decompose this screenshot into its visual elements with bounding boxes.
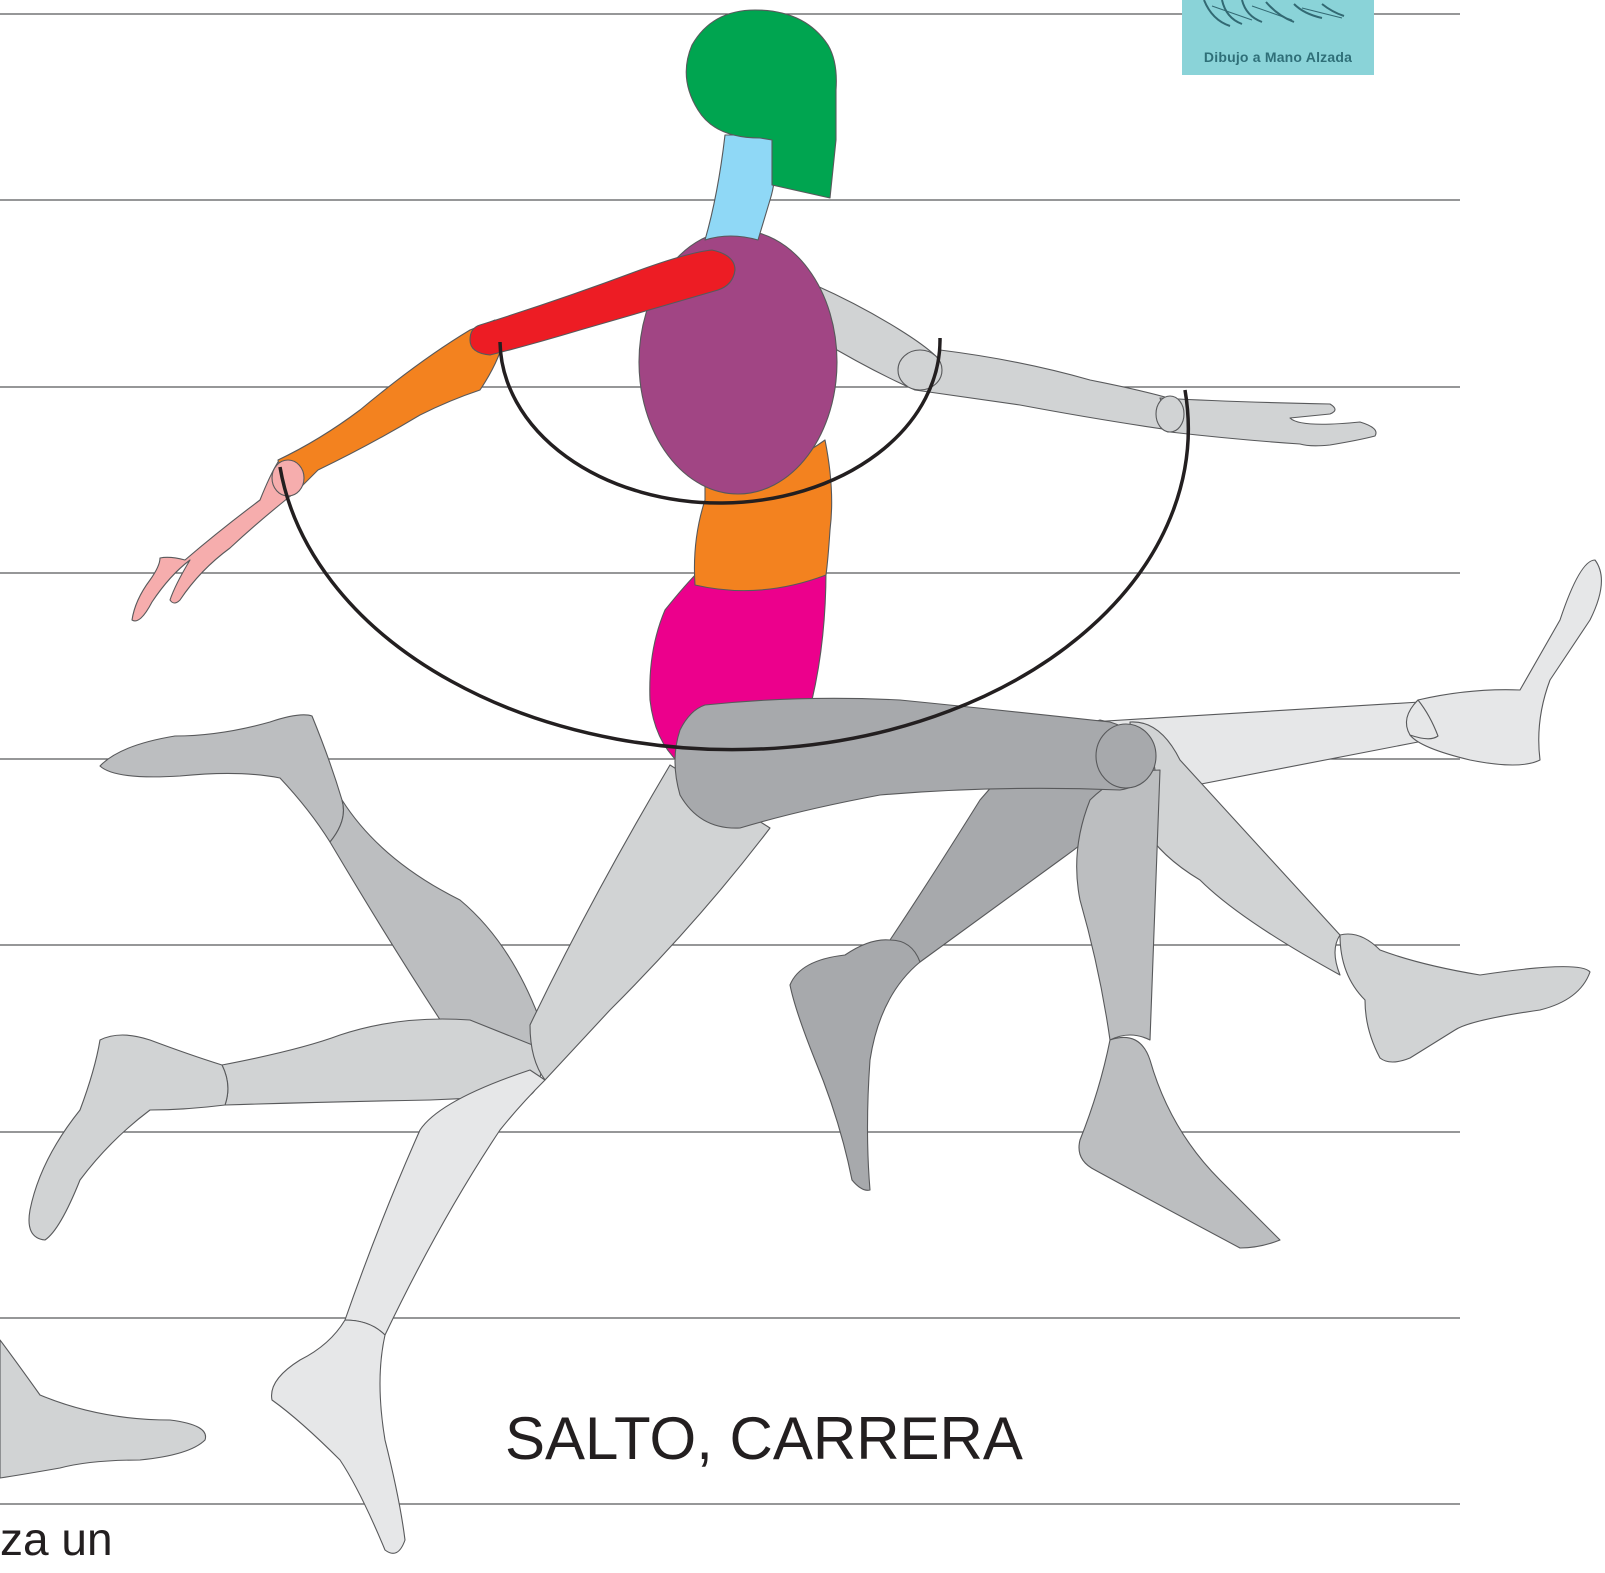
hand	[131, 461, 299, 622]
far-forearm	[914, 349, 1176, 431]
caption-fragment: za un	[0, 1513, 113, 1565]
forward-foot-light	[28, 1034, 229, 1241]
hanging-thigh-mid	[1076, 769, 1161, 1041]
rear-thigh-light	[1129, 721, 1341, 976]
bent-foot-dark	[789, 939, 921, 1191]
rear-foot-light	[1339, 933, 1591, 1063]
rear-leg-light	[1129, 721, 1591, 1063]
outer-arc	[278, 389, 1191, 752]
drawing-title: SALTO, CARRERA	[505, 1405, 1023, 1472]
logo-text: Dibujo a Mano Alzada	[1203, 49, 1353, 65]
upper-arm	[469, 249, 736, 356]
motion-arcs	[278, 337, 1191, 752]
neck	[704, 134, 777, 241]
knee-joint	[1405, 699, 1439, 740]
far-wrist-joint	[1155, 395, 1185, 433]
back-foot-dark	[99, 714, 345, 843]
logo-badge: Dibujo a Mano Alzada	[1182, 0, 1374, 75]
hanging-foot-mid	[1078, 1036, 1281, 1249]
hanging-leg-mid	[1076, 769, 1281, 1249]
inner-arc	[498, 337, 942, 505]
front-thigh-light	[529, 764, 771, 1081]
far-arm-light	[814, 284, 1377, 447]
partial-foot	[0, 1339, 207, 1479]
far-hand	[1159, 397, 1377, 447]
logo-sketch-mark	[1203, 0, 1345, 27]
far-calf-pale	[1408, 559, 1602, 766]
knee-joint	[1095, 723, 1157, 789]
far-elbow-joint	[897, 349, 943, 391]
wrist-joint	[271, 459, 305, 497]
front-calf-pale	[344, 1069, 546, 1336]
head	[685, 9, 837, 199]
front-foot-pale	[271, 1319, 406, 1554]
front-leg-light	[271, 764, 771, 1554]
near-thigh-dark	[674, 697, 1156, 829]
